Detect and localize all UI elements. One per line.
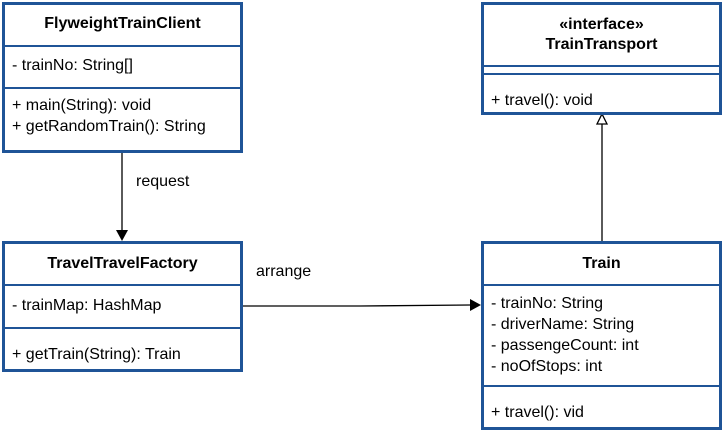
attribute: - trainNo: String — [491, 295, 604, 312]
class-header: «interface» TrainTransport — [484, 5, 719, 65]
realization-arrowhead — [595, 112, 609, 125]
attribute: - trainMap: HashMap — [12, 297, 162, 314]
attributes-section: - trainNo: String - driverName: String -… — [484, 284, 719, 387]
attributes-section: - trainMap: HashMap — [5, 284, 240, 329]
class-header: TravelTravelFactory — [5, 244, 240, 284]
class-header: Train — [484, 244, 719, 284]
operation: + travel(): vid — [491, 404, 584, 421]
stereotype: «interface» — [559, 16, 644, 33]
attribute: - trainNo: String[] — [12, 57, 133, 74]
arrange-arrowhead — [470, 299, 481, 311]
attributes-section: - trainNo: String[] — [5, 45, 240, 89]
arrange-line — [242, 304, 471, 307]
class-travel-travel-factory: TravelTravelFactory - trainMap: HashMap … — [2, 241, 243, 372]
operation: + getRandomTrain(): String — [12, 118, 206, 135]
class-name: TravelTravelFactory — [47, 255, 198, 272]
operations-section: + main(String): void + getRandomTrain():… — [5, 87, 240, 150]
attribute: - passengeCount: int — [491, 337, 639, 354]
request-label: request — [136, 173, 190, 190]
class-name: FlyweightTrainClient — [44, 15, 201, 32]
operations-section: + travel(): void — [484, 73, 719, 112]
attribute: - driverName: String — [491, 316, 635, 333]
request-arrowhead — [116, 230, 128, 241]
interface-train-transport: «interface» TrainTransport + travel(): v… — [481, 2, 722, 115]
attributes-section — [484, 65, 719, 75]
attribute: - noOfStops: int — [491, 358, 603, 375]
operations-section: + travel(): vid — [484, 385, 719, 427]
class-name: Train — [582, 255, 621, 272]
class-header: FlyweightTrainClient — [5, 5, 240, 45]
operation: + travel(): void — [491, 92, 593, 109]
operations-section: + getTrain(String): Train — [5, 327, 240, 369]
operation: + main(String): void — [12, 97, 152, 114]
class-name: TrainTransport — [545, 36, 658, 53]
arrange-label: arrange — [256, 263, 312, 280]
class-train: Train - trainNo: String - driverName: St… — [481, 241, 722, 430]
class-flyweight-train-client: FlyweightTrainClient - trainNo: String[]… — [2, 2, 243, 153]
operation: + getTrain(String): Train — [12, 346, 181, 363]
